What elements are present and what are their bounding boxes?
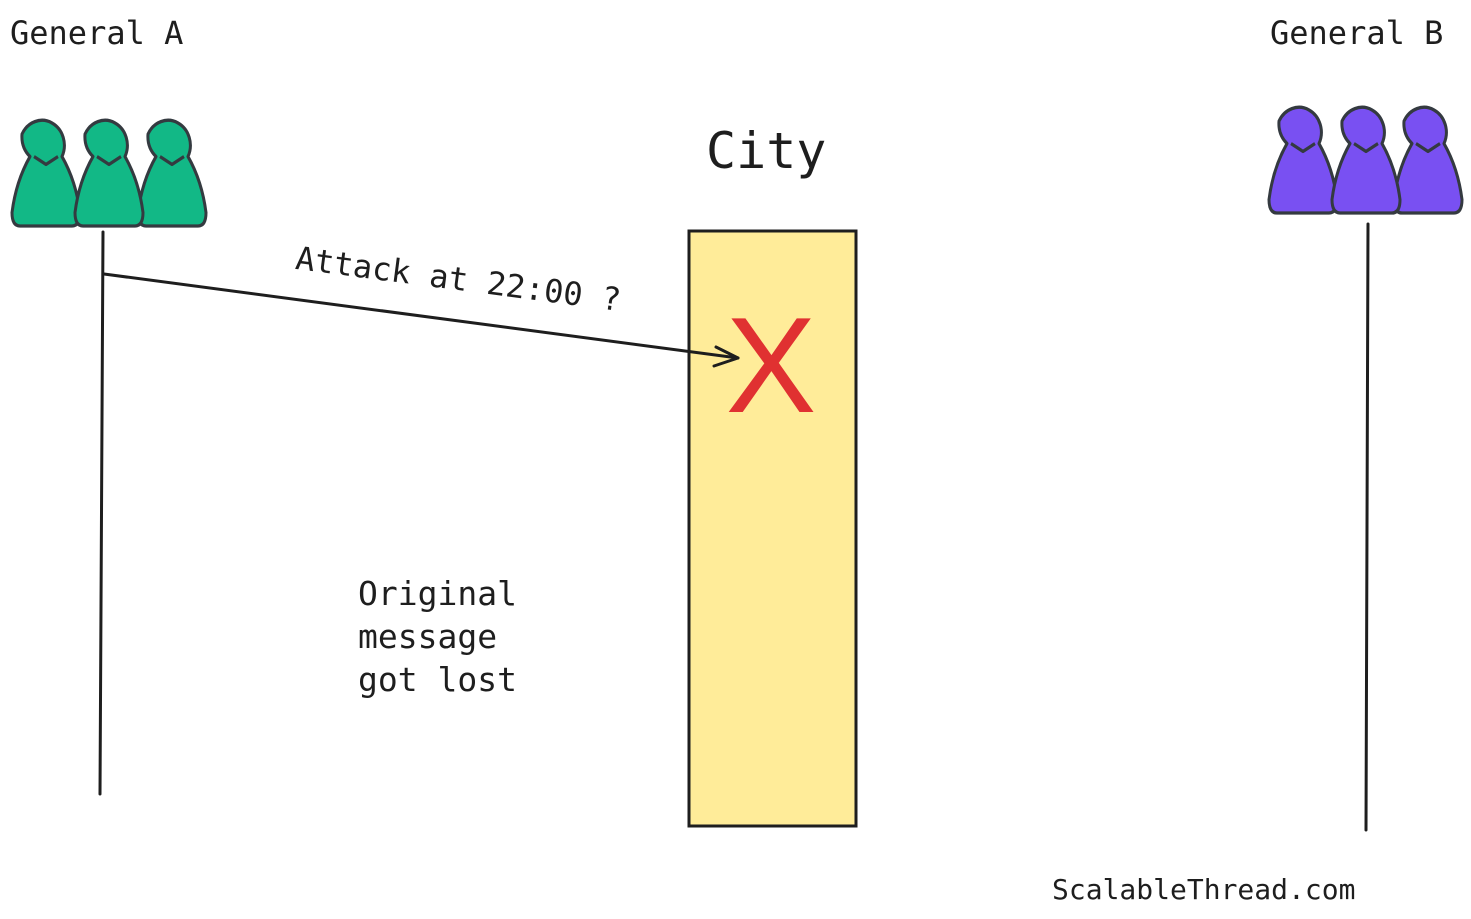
general-a-label: General A — [10, 14, 184, 52]
watermark: ScalableThread.com — [1052, 873, 1356, 906]
lost-message-note: Original message got lost — [358, 574, 517, 699]
city-label: City — [706, 122, 827, 180]
general-a-icon — [10, 118, 208, 228]
general-b-label: General B — [1270, 14, 1444, 52]
general-b-lifeline — [1364, 222, 1370, 832]
city-block — [687, 229, 858, 828]
general-b-icon — [1267, 105, 1464, 215]
lost-marker: X — [726, 289, 817, 441]
message-arrow — [102, 272, 740, 368]
general-a-lifeline — [98, 230, 105, 796]
